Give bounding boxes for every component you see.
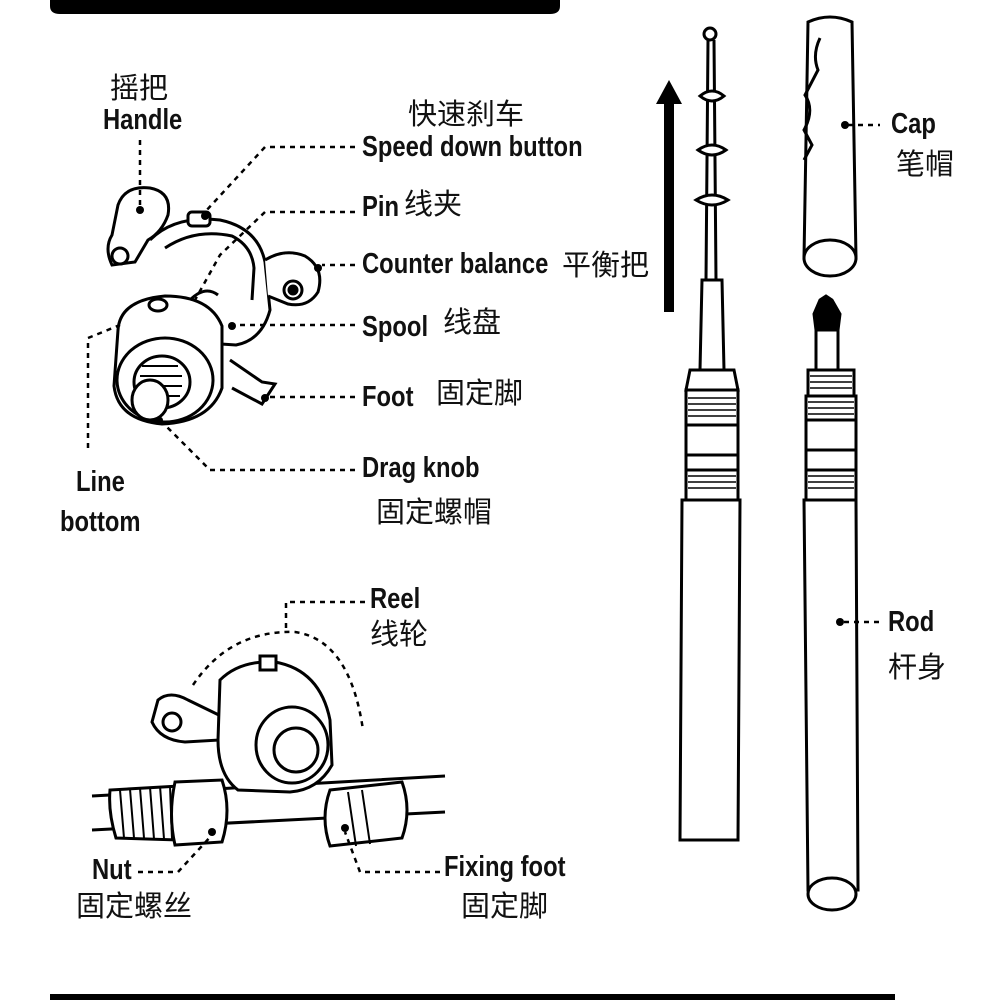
reel-label-cn: 线轮 bbox=[370, 617, 429, 651]
anchor-dots-top bbox=[136, 206, 322, 423]
nut-label-cn: 固定螺丝 bbox=[76, 889, 193, 923]
cap-label-en: Cap bbox=[891, 108, 936, 140]
handle-label-en: Handle bbox=[103, 104, 183, 136]
handle-label-cn: 摇把 bbox=[110, 71, 169, 105]
line-bottom-label-line1: Line bbox=[76, 466, 125, 498]
extend-arrow bbox=[656, 80, 682, 312]
top-bar bbox=[50, 0, 560, 14]
bottom-bar bbox=[50, 994, 895, 1000]
speed-down-label-en: Speed down button bbox=[362, 131, 583, 163]
foot-label-en: Foot bbox=[362, 381, 414, 413]
cap-label-cn: 笔帽 bbox=[896, 147, 955, 181]
leader-lines-bottom bbox=[138, 600, 440, 874]
pen-cap bbox=[802, 15, 858, 278]
fixing-foot-label-cn: 固定脚 bbox=[461, 889, 549, 923]
pin-label-cn: 线夹 bbox=[404, 187, 463, 221]
rod-label-en: Rod bbox=[888, 606, 935, 638]
anchor-dots-bottom bbox=[208, 824, 349, 836]
counter-balance-label-en: Counter balance bbox=[362, 248, 549, 280]
rod-label-cn: 杆身 bbox=[888, 650, 947, 684]
extended-rod bbox=[678, 26, 742, 842]
line-bottom-label-line2: bottom bbox=[60, 506, 141, 538]
reel-drawing-bottom bbox=[91, 654, 446, 848]
drag-knob-label-cn: 固定螺帽 bbox=[376, 495, 493, 529]
leader-lines-top bbox=[86, 140, 355, 472]
counter-balance-label-cn: 平衡把 bbox=[562, 248, 650, 282]
rod-grip-texture bbox=[688, 397, 736, 489]
drag-knob-label-en: Drag knob bbox=[362, 452, 480, 484]
pin-label-en: Pin bbox=[362, 191, 400, 223]
cap-anchor-dot bbox=[841, 121, 849, 129]
spool-label-en: Spool bbox=[362, 311, 429, 343]
speed-down-label-cn: 快速刹车 bbox=[408, 97, 525, 131]
spool-label-cn: 线盘 bbox=[443, 305, 502, 339]
reel-drawing-top bbox=[106, 186, 322, 426]
rod-anchor-dot bbox=[836, 618, 844, 626]
collapsed-rod-texture bbox=[808, 375, 854, 489]
foot-label-cn: 固定脚 bbox=[436, 376, 524, 410]
fixing-foot-label-en: Fixing foot bbox=[444, 851, 566, 883]
reel-label-en: Reel bbox=[370, 583, 421, 615]
nut-label-en: Nut bbox=[92, 854, 132, 886]
